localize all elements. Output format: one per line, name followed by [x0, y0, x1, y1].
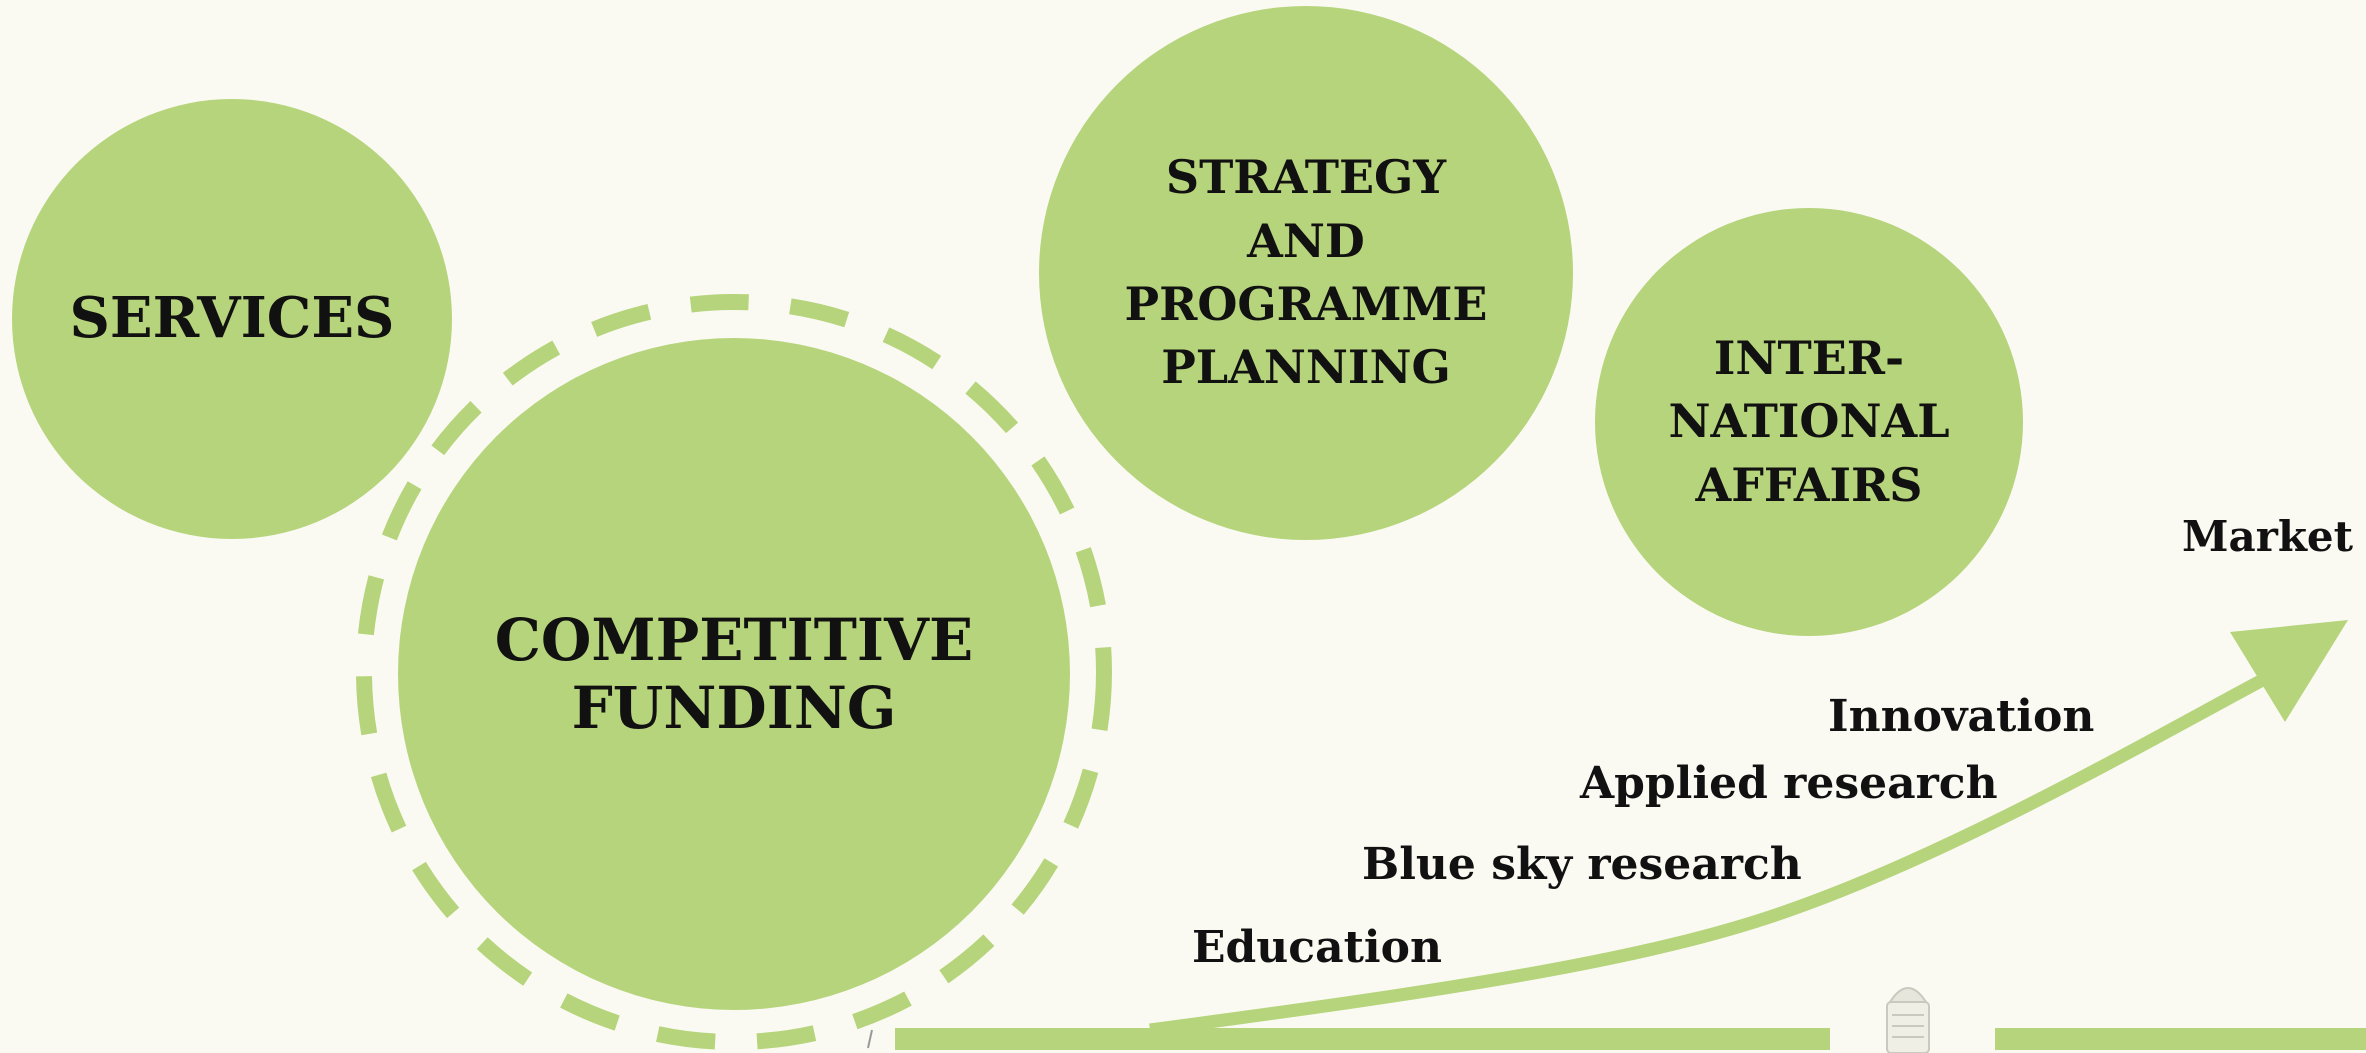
competitive-funding-circle: COMPETITIVE FUNDING	[398, 338, 1070, 1010]
applied-research-label: Applied research	[1580, 758, 1998, 809]
innovation-label: Innovation	[1828, 691, 2095, 742]
services-circle: SERVICES	[12, 99, 452, 539]
coat-of-arms-emblem	[1886, 987, 1930, 1053]
services-label: SERVICES	[69, 285, 395, 352]
strategy-circle: STRATEGY AND PROGRAMME PLANNING	[1039, 6, 1573, 540]
market-label: Market	[2182, 512, 2354, 561]
blue-sky-research-label: Blue sky research	[1362, 839, 1802, 890]
competitive-funding-label: COMPETITIVE FUNDING	[494, 605, 974, 742]
education-label: Education	[1192, 922, 1442, 973]
progress-arrow-curve	[1149, 670, 2274, 1037]
international-circle: INTER- NATIONAL AFFAIRS	[1595, 208, 2023, 636]
progress-arrow-head	[2230, 620, 2348, 722]
strategy-label: STRATEGY AND PROGRAMME PLANNING	[1124, 150, 1488, 395]
dashed-ring	[356, 294, 1112, 1050]
international-label: INTER- NATIONAL AFFAIRS	[1668, 330, 1950, 512]
small-mark	[867, 1029, 873, 1049]
